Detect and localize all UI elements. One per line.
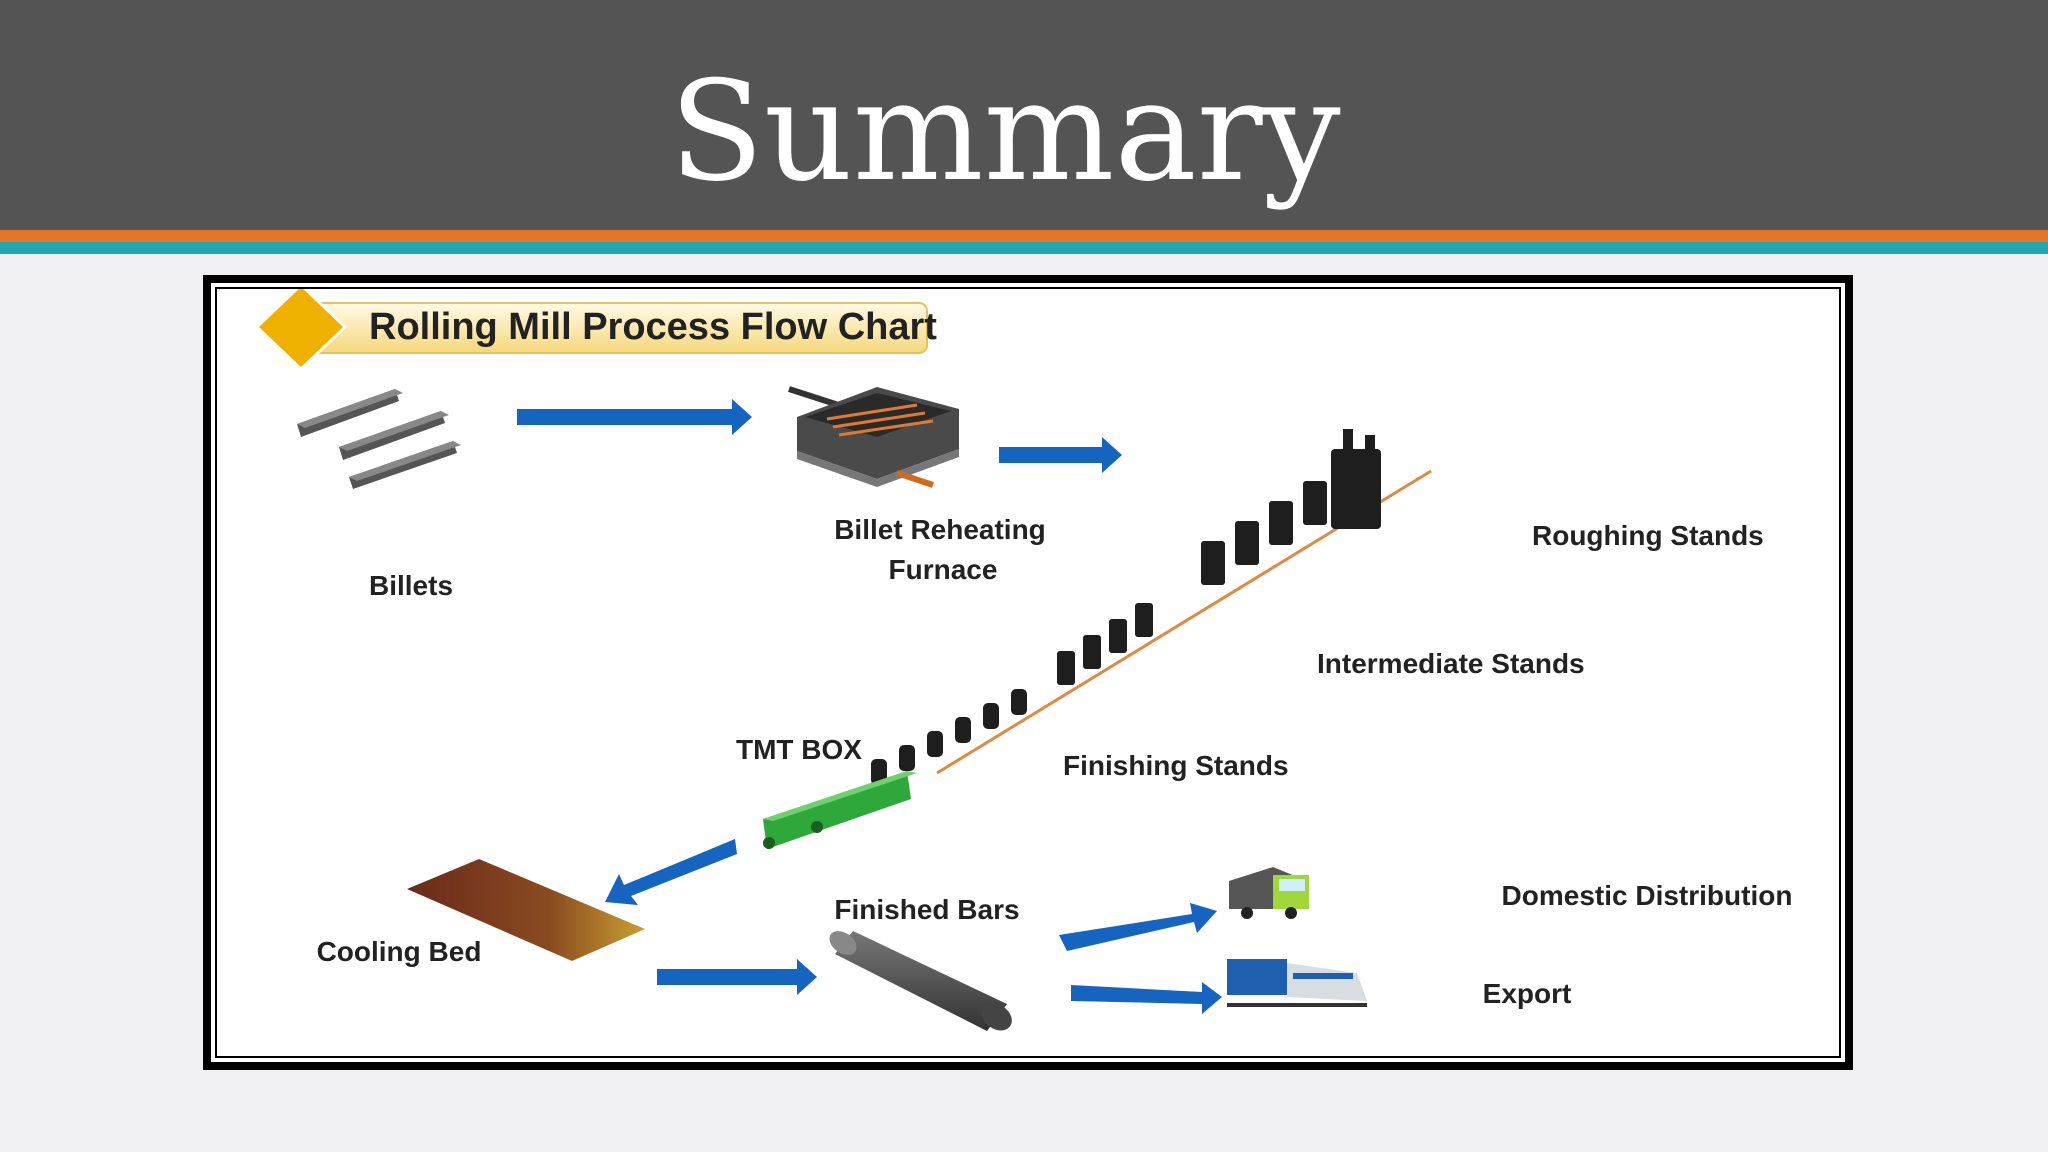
arrow-furnace-to-roughing <box>999 437 1122 473</box>
truck-image <box>1229 867 1309 919</box>
arrow-tmt-to-cooling <box>605 839 737 905</box>
label-furnace-line2: Furnace <box>889 554 998 585</box>
intermediate-stands-image <box>1057 603 1153 685</box>
label-billets: Billets <box>369 570 453 601</box>
roughing-stands-image <box>1201 429 1381 585</box>
arrow-billets-to-furnace <box>517 399 752 435</box>
label-furnace-line1: Billet Reheating <box>834 514 1046 545</box>
diagram-canvas: Rolling Mill Process Flow Chart Billets <box>215 287 1841 1058</box>
teal-stripe <box>0 242 2048 254</box>
title-bar: Summary <box>0 0 2048 230</box>
banner: Rolling Mill Process Flow Chart <box>255 289 937 371</box>
billets-image <box>297 389 461 489</box>
banner-diamond <box>259 289 343 367</box>
arrow-to-export <box>1071 982 1222 1014</box>
arrow-cooling-to-finished <box>657 959 817 995</box>
label-finished: Finished Bars <box>834 894 1019 925</box>
label-tmt: TMT BOX <box>736 734 862 765</box>
orange-stripe <box>0 230 2048 242</box>
finishing-stands-image <box>871 689 1027 785</box>
tmt-box-image <box>763 771 917 849</box>
cooling-bed-image <box>407 859 645 961</box>
label-intermediate: Intermediate Stands <box>1317 648 1585 679</box>
arrow-to-domestic <box>1059 903 1217 951</box>
furnace-image <box>788 386 959 488</box>
label-finishing: Finishing Stands <box>1063 750 1289 781</box>
diagram-frame-inner: Rolling Mill Process Flow Chart Billets <box>211 283 1845 1062</box>
banner-title: Rolling Mill Process Flow Chart <box>369 306 937 348</box>
process-flow-diagram: Rolling Mill Process Flow Chart Billets <box>255 289 1793 1031</box>
label-roughing: Roughing Stands <box>1532 520 1764 551</box>
diagram-frame: Rolling Mill Process Flow Chart Billets <box>203 275 1853 1070</box>
label-export: Export <box>1483 978 1572 1009</box>
finished-bars-image <box>829 931 1012 1031</box>
train-image <box>1227 959 1367 1007</box>
slide-title: Summary <box>669 51 1341 212</box>
label-domestic: Domestic Distribution <box>1502 880 1793 911</box>
arrows <box>517 399 1222 1014</box>
label-cooling: Cooling Bed <box>317 936 482 967</box>
